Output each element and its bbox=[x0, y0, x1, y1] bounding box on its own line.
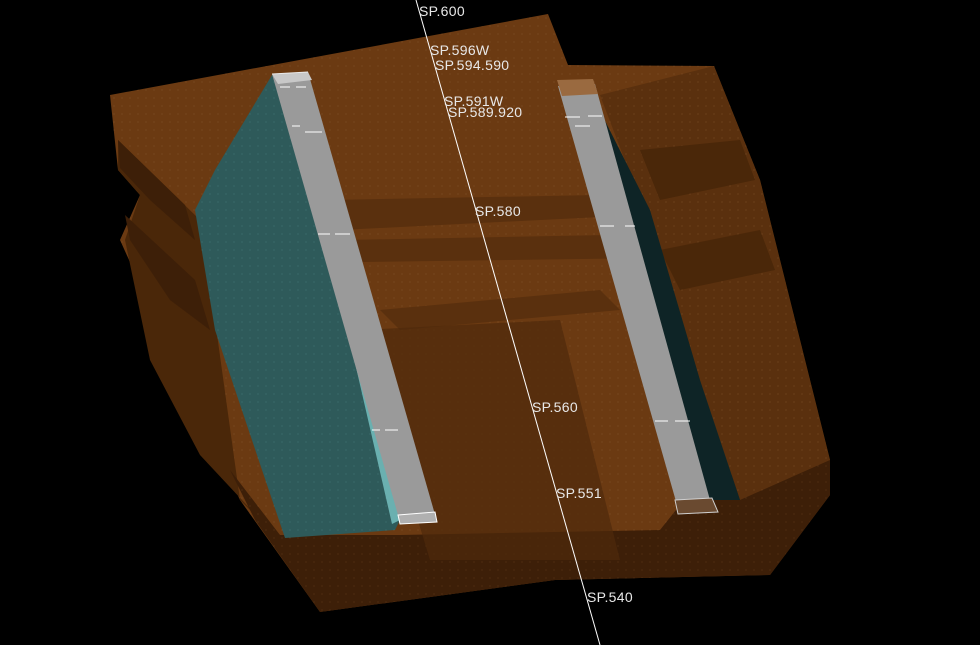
left-beam-markers bbox=[280, 86, 398, 431]
station-label-sp-580: SP.580 bbox=[475, 203, 521, 219]
left-beam bbox=[272, 72, 436, 522]
station-label-sp-551: SP.551 bbox=[556, 485, 602, 501]
station-label-sp-540: SP.540 bbox=[587, 589, 633, 605]
right-beam-markers bbox=[565, 115, 690, 422]
trench-shelf-2 bbox=[345, 235, 650, 262]
right-beam bbox=[558, 84, 710, 505]
station-label-sp-596w: SP.596W bbox=[430, 42, 490, 58]
trench-shelf-3 bbox=[380, 290, 620, 330]
station-label-sp-594-590: SP.594.590 bbox=[435, 57, 510, 73]
station-label-sp-560: SP.560 bbox=[532, 399, 578, 415]
station-label-sp-589-920: SP.589.920 bbox=[448, 104, 523, 120]
station-label-sp-600: SP.600 bbox=[419, 3, 465, 19]
alignment-line[interactable] bbox=[415, 0, 601, 645]
right-trench-shadow bbox=[592, 95, 740, 500]
excavation-left-wall bbox=[118, 140, 270, 530]
trench-shelf-1 bbox=[330, 195, 640, 230]
station-label-sp-591w: SP.591W bbox=[444, 93, 504, 109]
